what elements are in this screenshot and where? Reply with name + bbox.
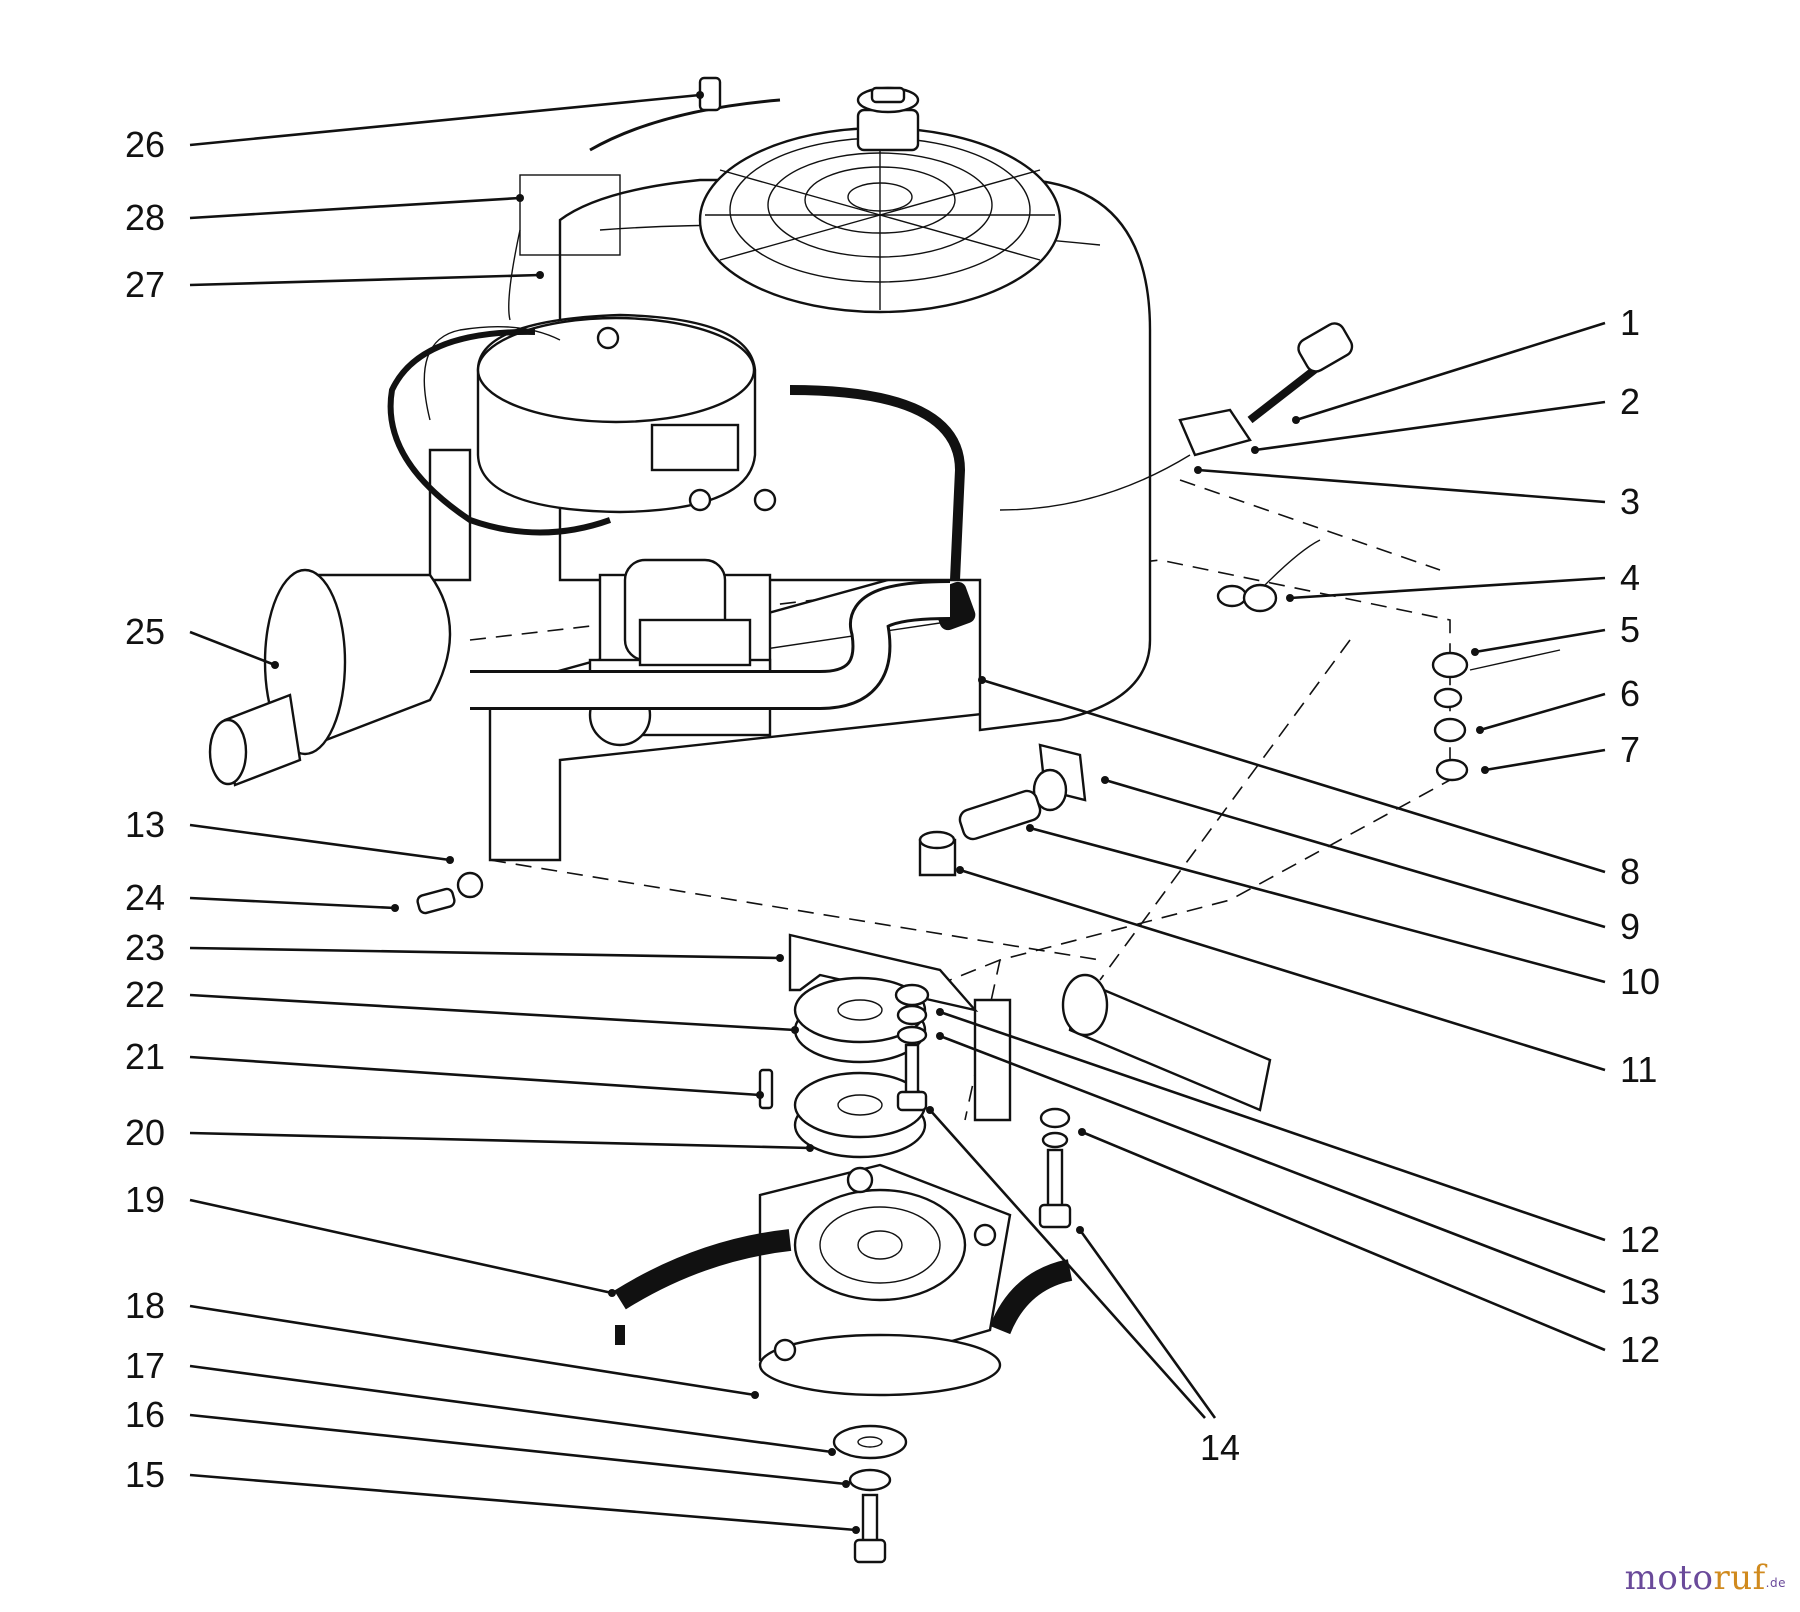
watermark-de: .de bbox=[1765, 1576, 1786, 1590]
callout-24: 24 bbox=[125, 877, 165, 918]
callout-22: 22 bbox=[125, 974, 165, 1015]
callout-14: 14 bbox=[1200, 1427, 1240, 1468]
bolt-14-stack bbox=[894, 983, 930, 1112]
callout-12-lower: 12 bbox=[1620, 1329, 1660, 1370]
callout-4: 4 bbox=[1620, 557, 1640, 598]
fittings-9-10-11 bbox=[918, 743, 1087, 877]
throttle-cable-clip bbox=[508, 76, 781, 321]
pulley-20 bbox=[793, 1071, 927, 1159]
callout-21: 21 bbox=[125, 1036, 165, 1077]
blower-screen bbox=[698, 126, 1062, 314]
exhaust-pipe bbox=[470, 580, 951, 710]
bolt-washer-left bbox=[416, 871, 484, 915]
callout-5: 5 bbox=[1620, 609, 1640, 650]
callout-9: 9 bbox=[1620, 906, 1640, 947]
callout-17: 17 bbox=[125, 1345, 165, 1386]
callout-19: 19 bbox=[125, 1179, 165, 1220]
electric-clutch bbox=[758, 1163, 1012, 1397]
bracket-23 bbox=[788, 933, 979, 1012]
fuel-line-filter bbox=[999, 322, 1354, 511]
callout-11: 11 bbox=[1620, 1049, 1657, 1090]
callout-26: 26 bbox=[125, 124, 165, 165]
watermark-moto: moto bbox=[1624, 1558, 1714, 1598]
breather-loop-hose bbox=[387, 328, 612, 536]
key-21 bbox=[758, 1068, 774, 1110]
callout-23: 23 bbox=[125, 927, 165, 968]
bolt-washer-right-12 bbox=[1038, 1107, 1072, 1229]
callout-3: 3 bbox=[1620, 481, 1640, 522]
watermark: motoruf.de bbox=[1625, 1558, 1786, 1598]
leader-lines bbox=[189, 91, 1606, 1534]
callout-8: 8 bbox=[1620, 851, 1640, 892]
air-cleaner bbox=[476, 313, 757, 514]
crankshaft-extension bbox=[1061, 973, 1272, 1112]
callout-7: 7 bbox=[1620, 729, 1640, 770]
callout-15: 15 bbox=[125, 1454, 165, 1495]
drive-belt bbox=[614, 1229, 1073, 1345]
callout-28: 28 bbox=[125, 197, 165, 238]
callout-13-left: 13 bbox=[125, 804, 165, 845]
callout-13-right: 13 bbox=[1620, 1271, 1660, 1312]
callout-25: 25 bbox=[125, 611, 165, 652]
callout-27: 27 bbox=[125, 264, 165, 305]
muffler bbox=[208, 568, 452, 787]
nut-washer-4 bbox=[1216, 539, 1321, 613]
callout-18: 18 bbox=[125, 1285, 165, 1326]
hardware-5-6-7 bbox=[1431, 649, 1561, 782]
callout-20: 20 bbox=[125, 1112, 165, 1153]
callout-2: 2 bbox=[1620, 381, 1640, 422]
callout-12-upper: 12 bbox=[1620, 1219, 1660, 1260]
callout-1: 1 bbox=[1620, 302, 1640, 343]
engine-shroud bbox=[558, 178, 1152, 732]
callout-labels: 26 28 27 1 2 3 4 5 6 7 25 8 9 10 11 13 2… bbox=[125, 124, 1660, 1495]
callout-16: 16 bbox=[125, 1394, 165, 1435]
watermark-ruf: ruf bbox=[1713, 1558, 1766, 1598]
oil-fill-cap bbox=[856, 86, 920, 152]
bottom-hardware bbox=[832, 1424, 908, 1564]
callout-10: 10 bbox=[1620, 961, 1660, 1002]
callout-6: 6 bbox=[1620, 673, 1640, 714]
